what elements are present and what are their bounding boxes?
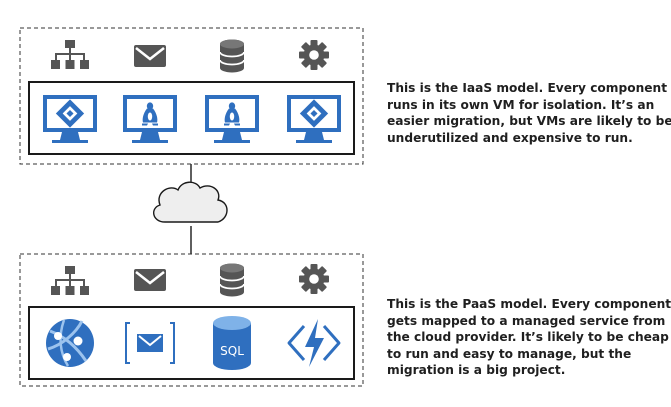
sql-database-icon: SQL [213, 316, 251, 370]
cloud-icon [153, 181, 228, 223]
iaas-caption-line: easier migration, but VMs are likely to … [387, 114, 671, 128]
gear-icon [299, 40, 329, 70]
iaas-caption-line: runs in its own VM for isolation. It’s a… [387, 97, 655, 112]
app-service-globe-icon [46, 319, 94, 367]
paas-caption-line: This is the PaaS model. Every component [387, 297, 671, 311]
network-icon [51, 266, 89, 295]
paas-caption-line: migration is a big project. [387, 363, 566, 377]
database-icon [219, 38, 245, 74]
network-icon [51, 40, 89, 69]
queue-mail-icon [125, 322, 175, 364]
function-bolt-icon [287, 319, 341, 367]
iaas-caption-line: underutilized and expensive to run. [387, 130, 633, 145]
mail-icon [132, 267, 168, 293]
mail-icon [132, 43, 168, 69]
paas-caption-line: the cloud provider. It’s likely to be ch… [387, 330, 669, 344]
iaas-caption: This is the IaaS model. Every component … [387, 80, 671, 146]
sql-label: SQL [220, 344, 244, 358]
paas-caption: This is the PaaS model. Every component … [387, 296, 671, 379]
iaas-caption-line: This is the IaaS model. Every component [387, 81, 668, 95]
gear-icon [299, 264, 329, 294]
paas-caption-line: to run and easy to manage, but the [387, 346, 632, 361]
iaas-dashed-container [19, 27, 364, 165]
paas-dashed-container [19, 253, 364, 387]
paas-caption-line: gets mapped to a managed service from [387, 313, 666, 328]
database-icon [219, 262, 245, 298]
